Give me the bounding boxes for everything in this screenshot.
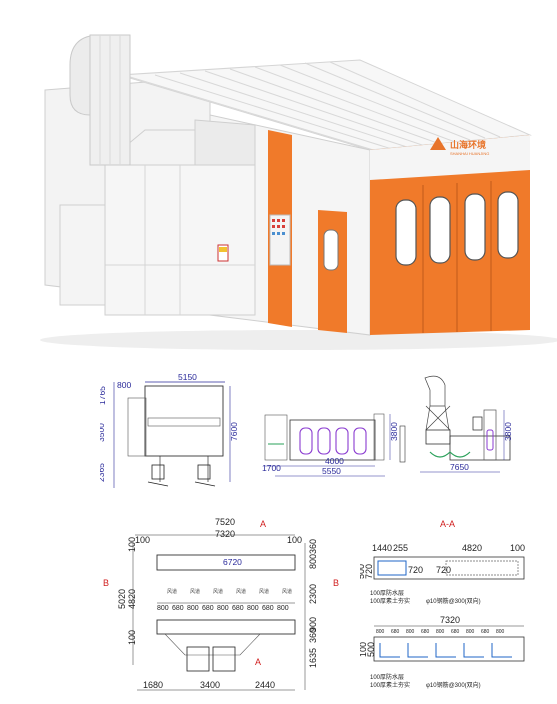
plan-right-height-1: 360 [308,539,318,554]
plan-bottom-dim-3: 2440 [255,680,275,690]
front-bottom-dim: 2365 [100,463,106,482]
plan-left-height-4: 100 [127,630,137,645]
room-dim-6: 680 [232,605,244,612]
sec-top-sub-2: 720 [436,565,451,575]
sec-bottom-sub-2: 680 [391,629,400,635]
sec-bottom-left-1: 100 [360,642,368,657]
room-label-4: 风道 [236,588,246,595]
front-top-dim-1: 800 [117,380,131,390]
section-mark-a-top: A [260,519,266,529]
sec-bottom-sub-7: 800 [466,629,475,635]
front-width: 5150 [178,372,197,382]
plan-right-height-6: 1635 [308,648,318,668]
sec-top-dim-2: 255 [393,543,408,553]
section-bottom: 7320 800 680 800 680 800 680 800 680 800… [360,615,525,689]
section-mark-b-left: B [103,578,109,588]
end-height: 3800 [503,422,513,441]
plan-left-height-2: 4820 [127,589,137,609]
brand-name: 山海环境 [450,139,486,150]
sec-bottom-sub-8: 680 [481,629,490,635]
side-width-total: 5550 [322,466,341,476]
sec-top-note-1: 100厚防水层 [370,589,404,597]
section-mark-a-bottom: A [255,657,261,667]
sec-top-dim-3: 4820 [462,543,482,553]
sec-top-dim-4: 100 [510,543,525,553]
sec-top-side-1: 720 [364,564,374,579]
sec-top-note-2: 100厚素土夯实 [370,597,410,605]
sec-bottom-sub-6: 680 [451,629,460,635]
side-elevation: 1700 4000 5550 3800 [262,413,399,477]
room-label-6: 风道 [282,588,292,595]
room-dim-8: 680 [262,605,274,612]
room-dim-3: 800 [187,605,199,612]
plan-right-height-2: 800 [308,554,318,569]
sec-top-dim-1: 1440 [372,543,392,553]
plan-overall: 7520 [215,517,235,527]
plan-left-height-1: 5020 [117,589,127,609]
sec-bottom-sub-1: 800 [376,629,385,635]
room-label-2: 风道 [190,588,200,595]
side-width-inner: 4000 [325,456,344,466]
room-dim-7: 800 [247,605,259,612]
room-dim-2: 680 [172,605,184,612]
front-elevation: 5150 800 1765 3500 2365 7600 [100,372,239,488]
side-height: 3800 [389,422,399,441]
room-label-1: 风道 [167,588,177,595]
sec-bottom-sub-5: 800 [436,629,445,635]
plan-right-height-4: 900 [308,617,318,632]
plan-bottom-dim-2: 3400 [200,680,220,690]
side-left-dim: 1700 [262,463,281,473]
plan-top-inner: 6720 [223,557,242,567]
sec-bottom-pipe: φ10钢筋@300(双向) [426,681,481,689]
plan-right-height-5: 360 [308,628,318,643]
plan-offset-right: 100 [287,535,302,545]
booth-render: 山海环境 SHANHAI HUANJING [30,5,557,355]
room-label-5: 风道 [259,588,269,595]
sec-bottom-sub-9: 800 [496,629,505,635]
sec-top-sub-1: 720 [408,565,423,575]
sec-top-side-2: 500 [360,564,366,579]
brand-tagline: SHANHAI HUANJING [450,151,489,156]
room-dim-4: 680 [202,605,214,612]
section-aa: A-A 1440 255 4820 100 720 720 720 500 10… [360,519,525,689]
sec-bottom-left-2: 500 [366,642,376,657]
sec-bottom-dim: 7320 [440,615,460,625]
plan-left-height-3: 100 [127,537,137,552]
plan-offset-left: 100 [135,535,150,545]
plan-bottom-dim-1: 1680 [143,680,163,690]
sec-bottom-sub-4: 680 [421,629,430,635]
sec-bottom-sub-3: 800 [406,629,415,635]
sec-top-pipe: φ10钢筋@300(双向) [426,597,481,605]
plan-inner: 7320 [215,529,235,539]
room-label-3: 风道 [213,588,223,595]
front-top-dim-2: 1765 [100,386,107,405]
elevation-drawings: 5150 800 1765 3500 2365 7600 1700 4 [100,372,513,488]
section-aa-title: A-A [440,519,455,529]
room-dim-1: 800 [157,605,169,612]
end-width: 7650 [450,462,469,472]
sec-bottom-note-2: 100厚素土夯实 [370,681,410,689]
section-top: 1440 255 4820 100 720 720 720 500 100厚防水… [360,543,525,605]
plan-view: 7520 A 7320 100 100 6720 B B 风道 风道 风道 风道… [103,517,339,691]
sec-bottom-note-1: 100厚防水层 [370,673,404,681]
plan-right-height-3: 2300 [308,584,318,604]
room-dim-5: 800 [217,605,229,612]
front-mid-dim: 3500 [100,423,106,442]
front-overall-height: 7600 [229,422,239,441]
section-mark-b-right: B [333,578,339,588]
room-dim-9: 800 [277,605,289,612]
end-elevation: 7650 3800 [399,375,513,473]
